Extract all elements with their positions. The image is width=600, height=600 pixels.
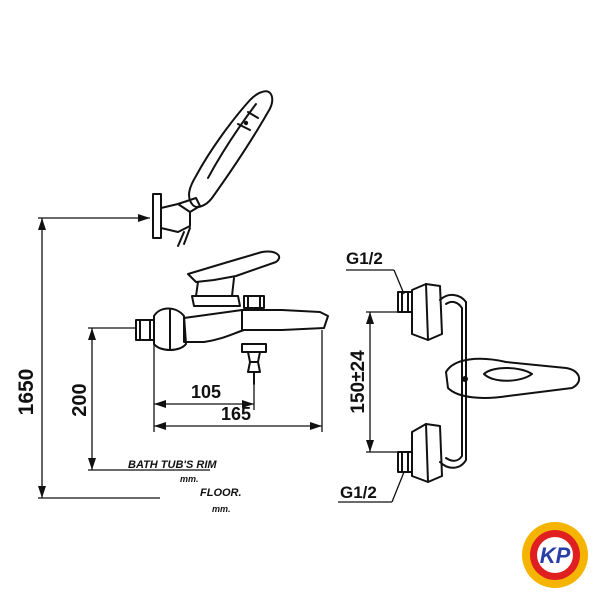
- dimension-200: [88, 327, 210, 471]
- shower-holder: [152, 193, 201, 247]
- dimension-105: [153, 340, 255, 432]
- dimension-1650: [38, 214, 160, 499]
- dim-165-label: 165: [221, 404, 251, 424]
- dim-105-label: 105: [191, 382, 221, 402]
- dim-150-label: 150±24: [348, 350, 369, 414]
- dim-200-label: 200: [69, 383, 91, 416]
- logo-text: KP: [540, 543, 571, 568]
- dimension-165: [154, 330, 323, 432]
- floor-label: FLOOR.: [200, 487, 242, 499]
- dim-1650-label: 1650: [15, 369, 38, 416]
- hand-shower: [188, 90, 274, 208]
- mixer-side-view: [135, 250, 329, 385]
- floor-unit: mm.: [212, 504, 231, 514]
- thread-callout-top: [346, 269, 405, 295]
- mixer-front-view: [397, 283, 581, 483]
- bath-rim-label: BATH TUB'S RIM: [128, 459, 217, 471]
- kp-logo: KP: [522, 522, 588, 588]
- dimension-150: [366, 311, 412, 453]
- thread-label-bottom: G1/2: [340, 483, 377, 502]
- bath-rim-unit: mm.: [180, 474, 199, 484]
- thread-label-top: G1/2: [346, 249, 383, 268]
- thread-callout-bottom: [338, 471, 405, 503]
